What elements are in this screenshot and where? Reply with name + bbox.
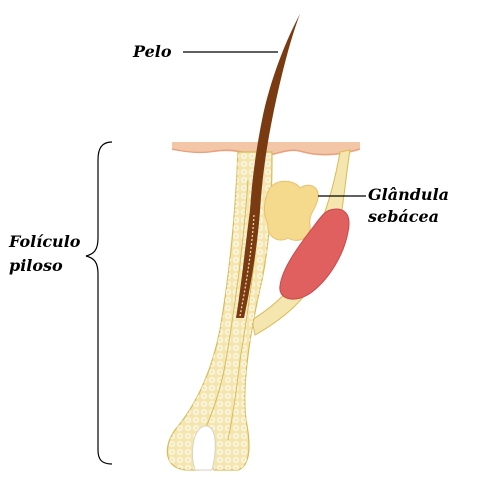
gland-label-line1: Glândula: [368, 185, 450, 204]
hair-shaft: [236, 14, 300, 318]
follicle-label-line1: Folículo: [9, 232, 81, 251]
sebaceous-gland: [263, 180, 319, 241]
follicle-cells: [167, 152, 272, 470]
gland-label-line2: sebácea: [368, 207, 440, 226]
inner-sheath: [199, 179, 249, 441]
dermal-papilla: [191, 425, 216, 471]
hair-label: Pelo: [133, 42, 172, 61]
hair-root-core: [239, 214, 255, 317]
follicle-brace: [85, 141, 113, 465]
arrector-pili-muscle: [279, 208, 350, 300]
follicle-label-line2: piloso: [9, 256, 63, 275]
